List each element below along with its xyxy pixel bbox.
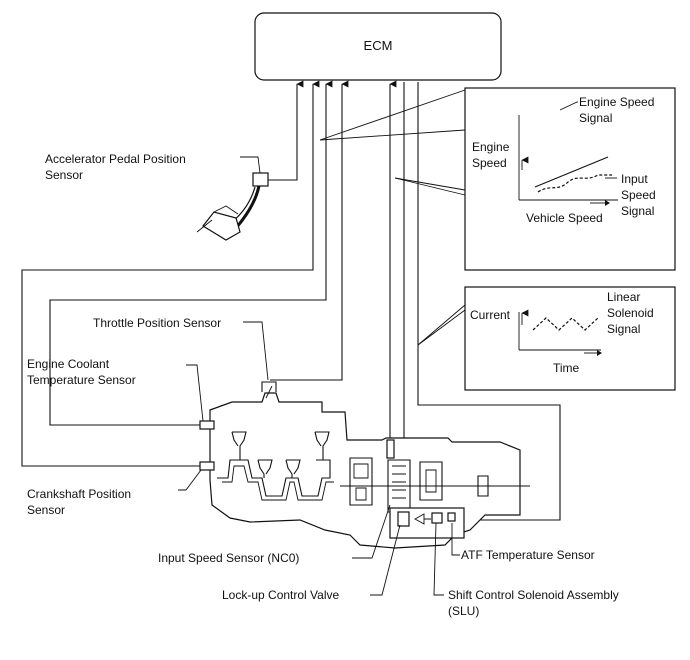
- speed-graph-y-label: Engine Speed: [472, 140, 513, 170]
- engine-transmission: [199, 381, 530, 549]
- torque-converter: [349, 457, 373, 506]
- throttle-label: Throttle Position Sensor: [93, 316, 221, 330]
- crankshaft-sensor: [199, 461, 215, 471]
- leaders: [178, 321, 460, 596]
- input-speed-signal-line: [537, 174, 612, 193]
- speed-graph-x-label: Vehicle Speed: [526, 211, 603, 225]
- atf-label: ATF Temperature Sensor: [461, 548, 595, 562]
- coolant-label: Engine Coolant Temperature Sensor: [27, 357, 136, 387]
- slu-solenoid: [431, 512, 443, 524]
- input-speed-signal-label: Input Speed Signal: [621, 172, 659, 218]
- output-gear: [477, 475, 489, 497]
- engine-pistons: [231, 431, 330, 478]
- callout-lines: [319, 89, 466, 346]
- input-speed-sensor: [386, 439, 395, 459]
- throttle-body: [261, 381, 277, 392]
- slu-label: Shift Control Solenoid Assembly (SLU): [448, 588, 622, 618]
- lockup-control-valve: [397, 511, 410, 527]
- crankshaft-path: [217, 459, 331, 497]
- lockup-label: Lock-up Control Valve: [222, 588, 339, 602]
- speed-graph: Engine Speed Signal Engine Speed Input S…: [464, 87, 676, 271]
- atf-sensor: [447, 512, 456, 522]
- accelerator-label: Accelerator Pedal Position Sensor: [45, 152, 189, 182]
- accelerator-sensor-box: [252, 172, 269, 187]
- housing-outline: [209, 392, 521, 549]
- engine-speed-signal-label: Engine Speed Signal: [579, 95, 658, 125]
- input-speed-label: Input Speed Sensor (NC0): [158, 551, 299, 565]
- coolant-sensor: [199, 420, 215, 430]
- accelerator-leader: [240, 156, 261, 174]
- foot-icon: [202, 211, 241, 241]
- ecm-label: ECM: [364, 38, 393, 53]
- solenoid-graph-x-label: Time: [553, 361, 580, 375]
- solenoid-graph: Current Linear Solenoid Signal Time: [464, 286, 676, 391]
- solenoid-graph-y-label: Current: [470, 308, 511, 322]
- accelerator-pedal: Accelerator Pedal Position Sensor: [45, 152, 269, 241]
- clutch-pack-2: [419, 461, 443, 501]
- linear-solenoid-signal-label: Linear Solenoid Signal: [607, 290, 657, 336]
- ecm-box: ECM: [254, 12, 502, 81]
- crankshaft-label: Crankshaft Position Sensor: [27, 487, 134, 517]
- engine-speed-signal-line: [534, 156, 609, 188]
